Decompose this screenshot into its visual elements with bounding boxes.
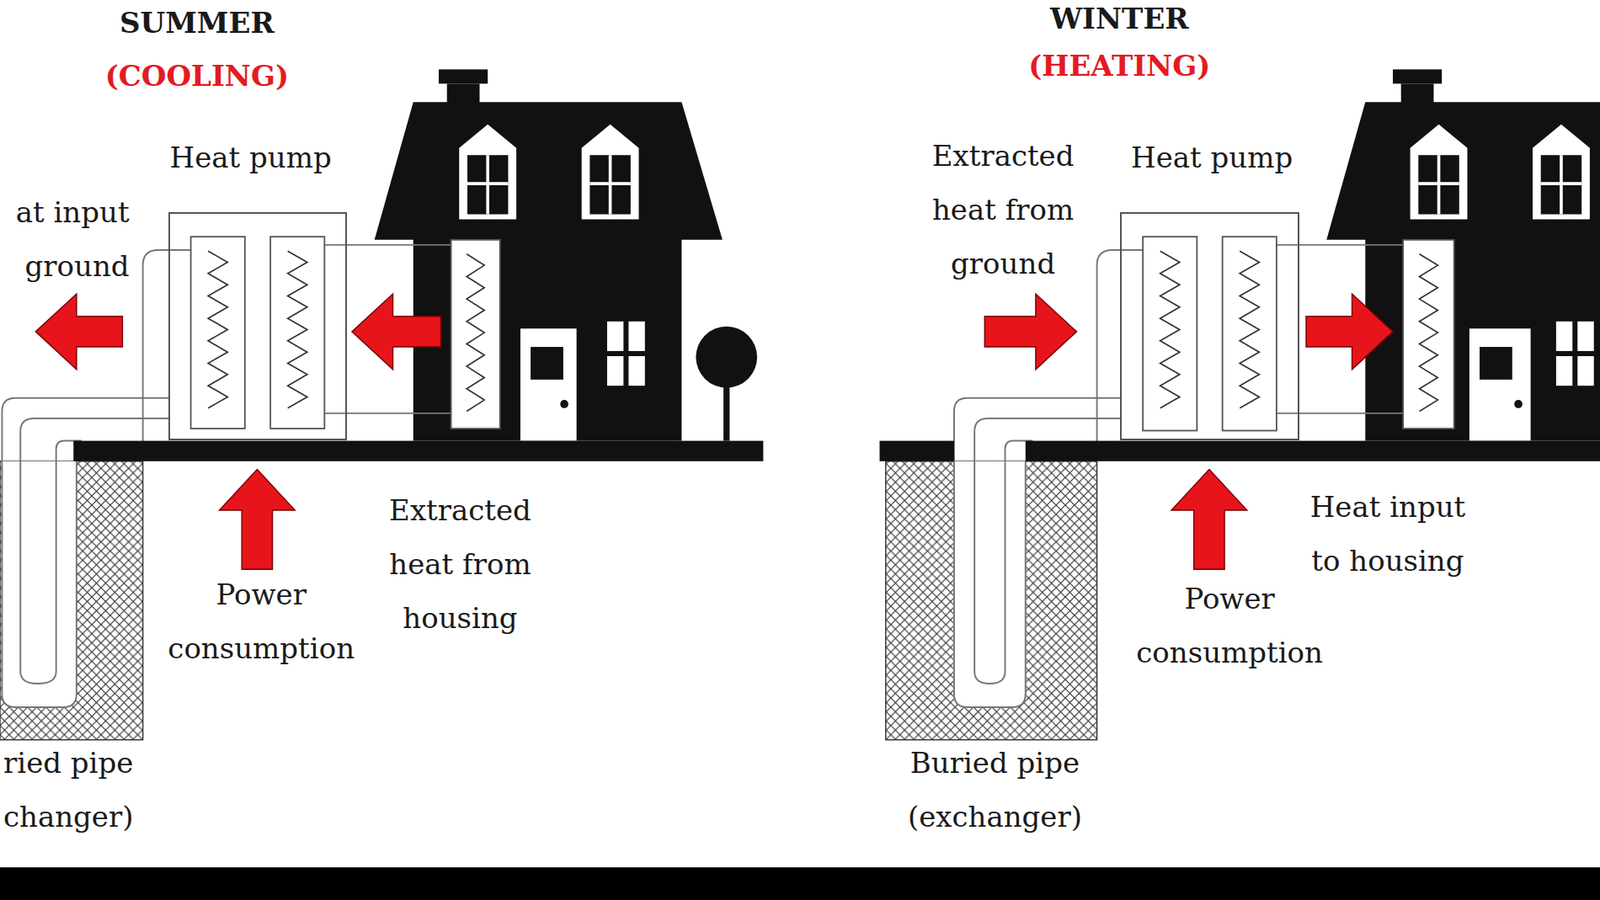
power-label: Power consumption	[1130, 571, 1329, 680]
ground-strip	[880, 441, 955, 462]
window-pane	[628, 321, 645, 352]
flow-label: Extracted heat from housing	[377, 483, 544, 646]
window-bar	[1541, 181, 1582, 186]
house-body	[1365, 239, 1600, 442]
heat-pump-box: Heat pump	[168, 212, 347, 441]
coil-zigzag	[208, 250, 228, 409]
drawing	[0, 69, 1600, 900]
ground-hatch	[885, 461, 1098, 741]
tree-trunk	[723, 383, 730, 442]
window-pane	[607, 321, 624, 352]
chimney	[438, 69, 488, 84]
door	[1469, 328, 1531, 441]
season-title: SUMMER	[119, 5, 275, 40]
door	[520, 328, 577, 441]
chimney	[1401, 83, 1435, 104]
window-pane	[607, 356, 624, 386]
mode-subtitle: (HEATING)	[1028, 48, 1211, 83]
door-knob	[1514, 400, 1523, 409]
chimney	[447, 83, 480, 104]
heat-flow-arrow	[1306, 293, 1393, 370]
coil-box	[451, 240, 501, 429]
dormer	[1532, 124, 1590, 220]
mode-subtitle: (COOLING)	[105, 58, 289, 93]
coil-zigzag	[1239, 250, 1259, 409]
window-pane	[1556, 321, 1573, 352]
dormer	[1410, 124, 1468, 220]
window-pane	[1556, 356, 1573, 386]
heat-flow-arrow	[984, 293, 1077, 370]
ground-strip	[1025, 441, 1600, 462]
coil-zigzag	[466, 254, 485, 412]
part-label: Heat pump	[170, 130, 332, 185]
heat-flow-arrow	[219, 469, 296, 571]
coil-zigzag	[288, 250, 308, 409]
chimney	[1392, 69, 1442, 84]
window-bar	[589, 181, 630, 186]
door-window	[530, 346, 564, 380]
pipe-cavity	[954, 461, 1026, 708]
part-label: ried pipe changer)	[3, 736, 147, 844]
coil-zigzag	[1419, 254, 1439, 412]
power-label: Power consumption	[162, 567, 361, 676]
tree-crown	[695, 326, 758, 389]
window-pane	[1577, 321, 1594, 352]
heat-flow-arrow	[35, 293, 123, 370]
ground-hatch	[0, 461, 144, 741]
bottom-bar	[0, 867, 1600, 900]
heat-flow-arrow	[352, 293, 441, 370]
window-pane	[1577, 356, 1594, 386]
ground-strip	[73, 441, 763, 462]
part-label: Heat pump	[1130, 130, 1293, 185]
coil-box	[1402, 240, 1455, 429]
house-body	[413, 239, 683, 442]
dormer-window	[1541, 154, 1582, 214]
buried-pipe-exchanger: Buried pipe (exchanger)	[885, 461, 1098, 741]
dormer-window	[467, 154, 508, 214]
door-knob	[560, 400, 569, 409]
flow-label: Extracted heat from ground	[920, 128, 1087, 291]
coil-box	[270, 236, 325, 429]
flow-label: Heat input to housing	[1297, 480, 1478, 588]
dormer	[458, 124, 517, 220]
part-label: Buried pipe (exchanger)	[901, 736, 1088, 844]
coil-box	[1222, 236, 1277, 431]
heat-flow-arrow	[1171, 469, 1248, 571]
dormer-window	[1418, 154, 1459, 214]
coil-box	[1142, 236, 1197, 431]
dormer	[581, 124, 640, 220]
flow-label: at input ground	[3, 185, 130, 294]
roof	[374, 101, 723, 240]
dormer-window	[589, 154, 630, 214]
heat-pump-box: Heat pump	[1120, 212, 1299, 441]
pipe-cavity	[1, 461, 76, 708]
window-bar	[1418, 181, 1459, 186]
door-window	[1479, 346, 1513, 380]
window-pane	[628, 356, 645, 386]
window-bar	[467, 181, 508, 186]
roof	[1326, 101, 1600, 240]
coil-box	[191, 236, 246, 429]
season-title: WINTER	[1050, 1, 1190, 36]
buried-pipe-exchanger: ried pipe changer)	[0, 461, 144, 741]
coil-zigzag	[1160, 250, 1180, 409]
